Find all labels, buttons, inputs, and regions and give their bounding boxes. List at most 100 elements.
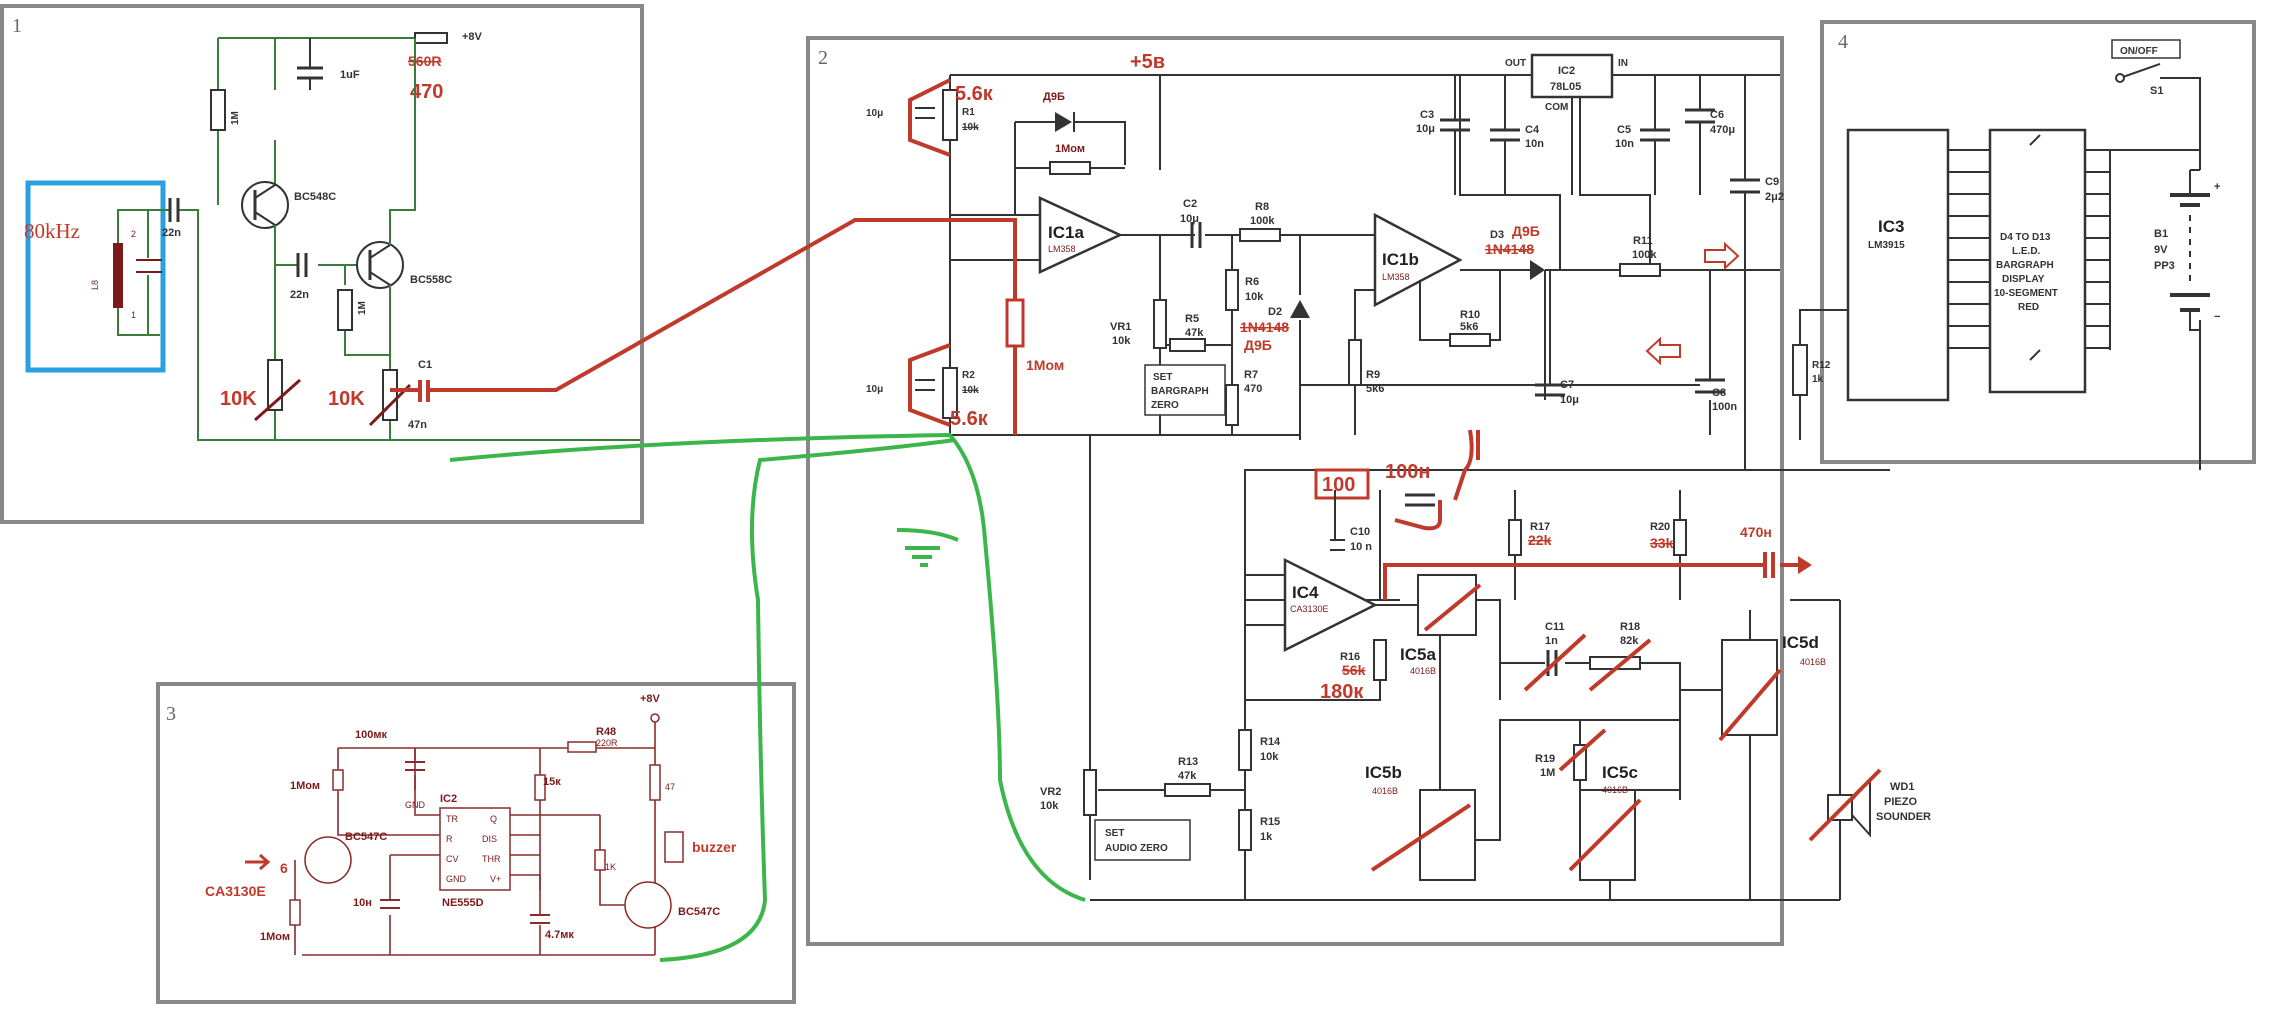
led-text-2: L.E.D. [2012, 246, 2041, 257]
ic1a-type: LM358 [1048, 244, 1076, 254]
battery-plus: + [2214, 181, 2220, 193]
onoff-label: ON/OFF [2120, 46, 2158, 57]
r11-value: 100k [1632, 249, 1657, 261]
ic5d-type: 4016B [1800, 657, 1826, 667]
buzzer [664, 831, 684, 863]
d9b-a-label: Д9Б [1043, 91, 1065, 103]
ne555-cv: CV [446, 854, 459, 864]
ne555-gnd: GND [446, 874, 467, 884]
ic3-lm3915 [1846, 128, 1950, 402]
r-q2 [337, 289, 353, 331]
ic5d [1721, 639, 1778, 736]
r12 [1792, 344, 1808, 396]
c5-name: C5 [1617, 124, 1631, 136]
r16 [1373, 639, 1387, 681]
r1 [942, 89, 958, 141]
r6 [1225, 269, 1239, 311]
pot-2 [382, 369, 398, 421]
r14-value: 10k [1260, 751, 1279, 763]
r16-new: 180к [1320, 681, 1364, 703]
r20-value: 33k [1650, 535, 1674, 551]
r2 [942, 367, 958, 419]
box-100 [1314, 468, 1370, 500]
r6-value: 10k [1245, 291, 1264, 303]
coil-l8 [113, 243, 123, 308]
r47-label: 47 [665, 782, 675, 792]
r-supply [414, 32, 448, 44]
p3-q2-label: BC547C [678, 906, 720, 918]
ic3-led-bus [1948, 149, 2200, 350]
r5-value: 47k [1185, 327, 1204, 339]
r7-value: 470 [1244, 383, 1262, 395]
p3-r1k [594, 849, 606, 871]
ic5a-type: 4016B [1410, 666, 1436, 676]
c4-name: C4 [1525, 124, 1540, 136]
ne555 [439, 807, 511, 891]
r16-old: 56k [1342, 662, 1366, 678]
led-text-4: DISPLAY [2002, 274, 2045, 285]
ic1b-label: IC1b [1382, 250, 1419, 269]
ic5b-label: IC5b [1365, 763, 1402, 782]
ic2-out: OUT [1505, 58, 1526, 69]
q1-label: BC548C [294, 191, 336, 203]
r15-name: R15 [1260, 816, 1280, 828]
d2-name: D2 [1268, 306, 1282, 318]
s1-label: S1 [2150, 85, 2163, 97]
vr2[interactable] [1083, 769, 1097, 816]
ic3-type: LM3915 [1868, 240, 1905, 251]
coil-pin2: 2 [131, 229, 136, 239]
ic5c [1579, 789, 1636, 881]
r20-name: R20 [1650, 521, 1670, 533]
c-mid-label: 22n [290, 289, 309, 301]
d9b-b-label: Д9Б [1244, 337, 1272, 353]
r-supply-new: 470 [410, 81, 443, 103]
p3-r-top-label: 1Мом [290, 780, 320, 792]
r16-name: R16 [1340, 651, 1360, 663]
green-buzzer-wire [659, 438, 956, 962]
panel-2-number: 2 [818, 47, 828, 69]
c6-value: 470μ [1710, 124, 1735, 136]
c-out-label: 470н [1740, 524, 1772, 540]
ic2-type: 78L05 [1550, 81, 1581, 93]
r10-name: R10 [1460, 309, 1480, 321]
p3-q2 [624, 881, 672, 929]
r9-value: 5k6 [1366, 383, 1384, 395]
c-10u-a: 10μ [866, 108, 883, 119]
ic4 [1283, 557, 1378, 653]
ne555-thr: THR [482, 854, 501, 864]
p3-c10n-label: 10н [353, 897, 372, 909]
c3-value: 10μ [1416, 123, 1435, 135]
r7-name: R7 [1244, 369, 1258, 381]
d2-old: 1N4148 [1240, 319, 1289, 335]
ic1a [1038, 196, 1123, 274]
supply-5v: +5в [1130, 51, 1165, 73]
c5-value: 10n [1615, 138, 1634, 150]
c11-value: 1n [1545, 635, 1558, 647]
diode-d9b-a [1055, 112, 1072, 132]
c3-name: C3 [1420, 109, 1434, 121]
p3-r-bot-label: 1Мом [260, 931, 290, 943]
ic5a [1417, 574, 1477, 636]
r13-value: 47k [1178, 770, 1197, 782]
q2-label: BC558C [410, 274, 452, 286]
c2-name: C2 [1183, 198, 1197, 210]
p3-c-top-label: 100мк [355, 729, 387, 741]
transistor-q2 [356, 241, 404, 289]
r5 [1169, 338, 1206, 352]
r1-new-value: 5.6к [955, 83, 994, 105]
d9b-c-label: Д9Б [1512, 223, 1540, 239]
r19-value: 1M [1540, 767, 1555, 779]
wd1-name: WD1 [1890, 781, 1914, 793]
r-feedback-1mom [1049, 161, 1091, 175]
c1-name: C1 [418, 359, 432, 371]
panel-3-number: 3 [166, 703, 176, 725]
switch-contact[interactable] [2115, 73, 2125, 83]
r9 [1348, 339, 1362, 386]
c11-name: C11 [1545, 621, 1565, 633]
vr1[interactable] [1153, 299, 1167, 349]
diode-d3 [1530, 260, 1545, 280]
r10 [1449, 333, 1491, 347]
c-in-label: 22n [162, 227, 181, 239]
panel-4-number: 4 [1838, 31, 1848, 53]
